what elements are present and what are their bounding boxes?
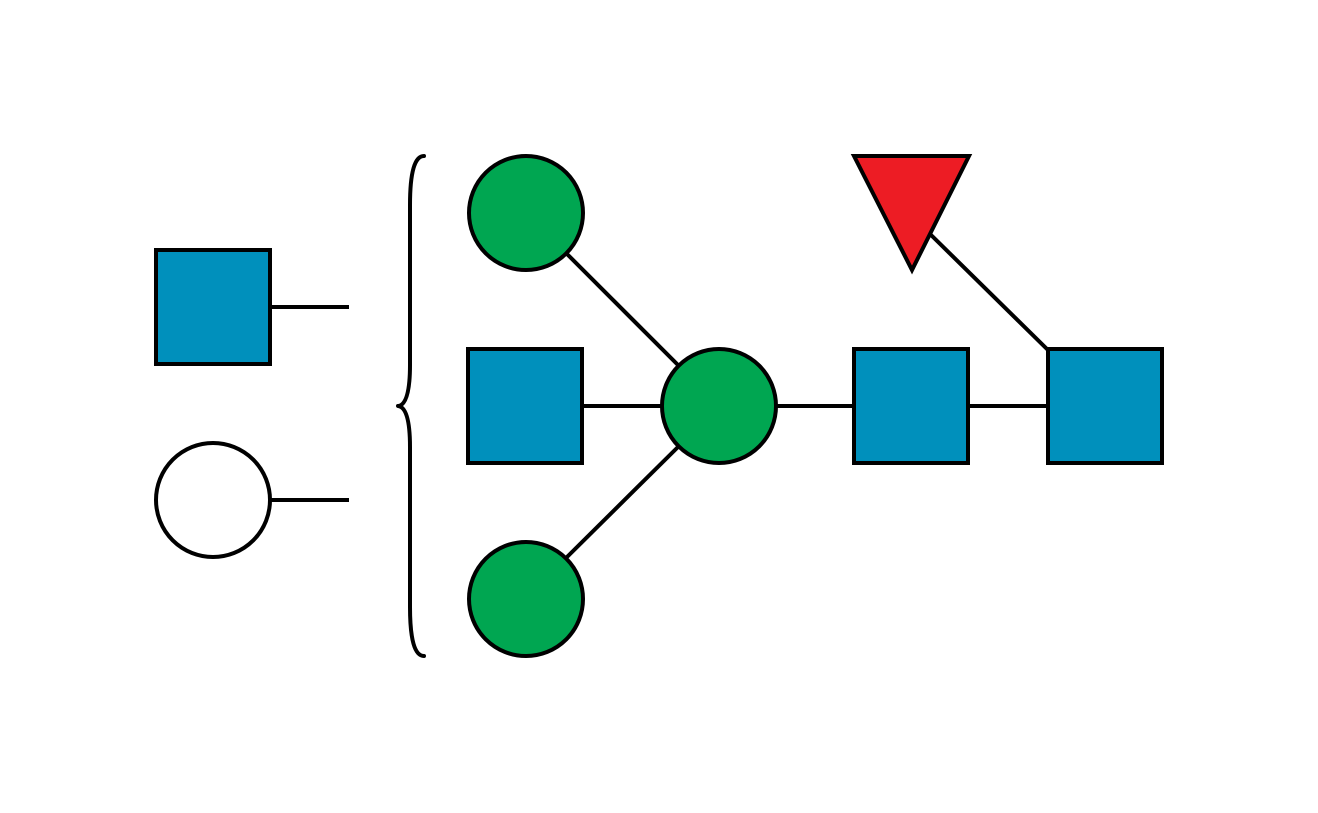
residues (154, 154, 1164, 658)
undetermined-galactose-circle (154, 441, 272, 559)
link-fucose-to-reducing-glcnac (926, 230, 1052, 354)
undetermined-attachment-bracket (396, 154, 426, 658)
bisecting-glcnac-square (466, 347, 584, 465)
undetermined-glcnac-square (154, 248, 272, 366)
lower-branch-mannose-circle (467, 540, 585, 658)
link-lower-mannose-to-core-mannose (564, 444, 681, 560)
reducing-end-glcnac-square (1046, 347, 1164, 465)
core-mannose-circle (660, 347, 778, 465)
linkages (270, 230, 1052, 560)
core-fucose-triangle (850, 154, 973, 275)
link-upper-mannose-to-core-mannose (564, 251, 681, 368)
upper-branch-mannose-circle (467, 154, 585, 272)
core-glcnac-square (852, 347, 970, 465)
